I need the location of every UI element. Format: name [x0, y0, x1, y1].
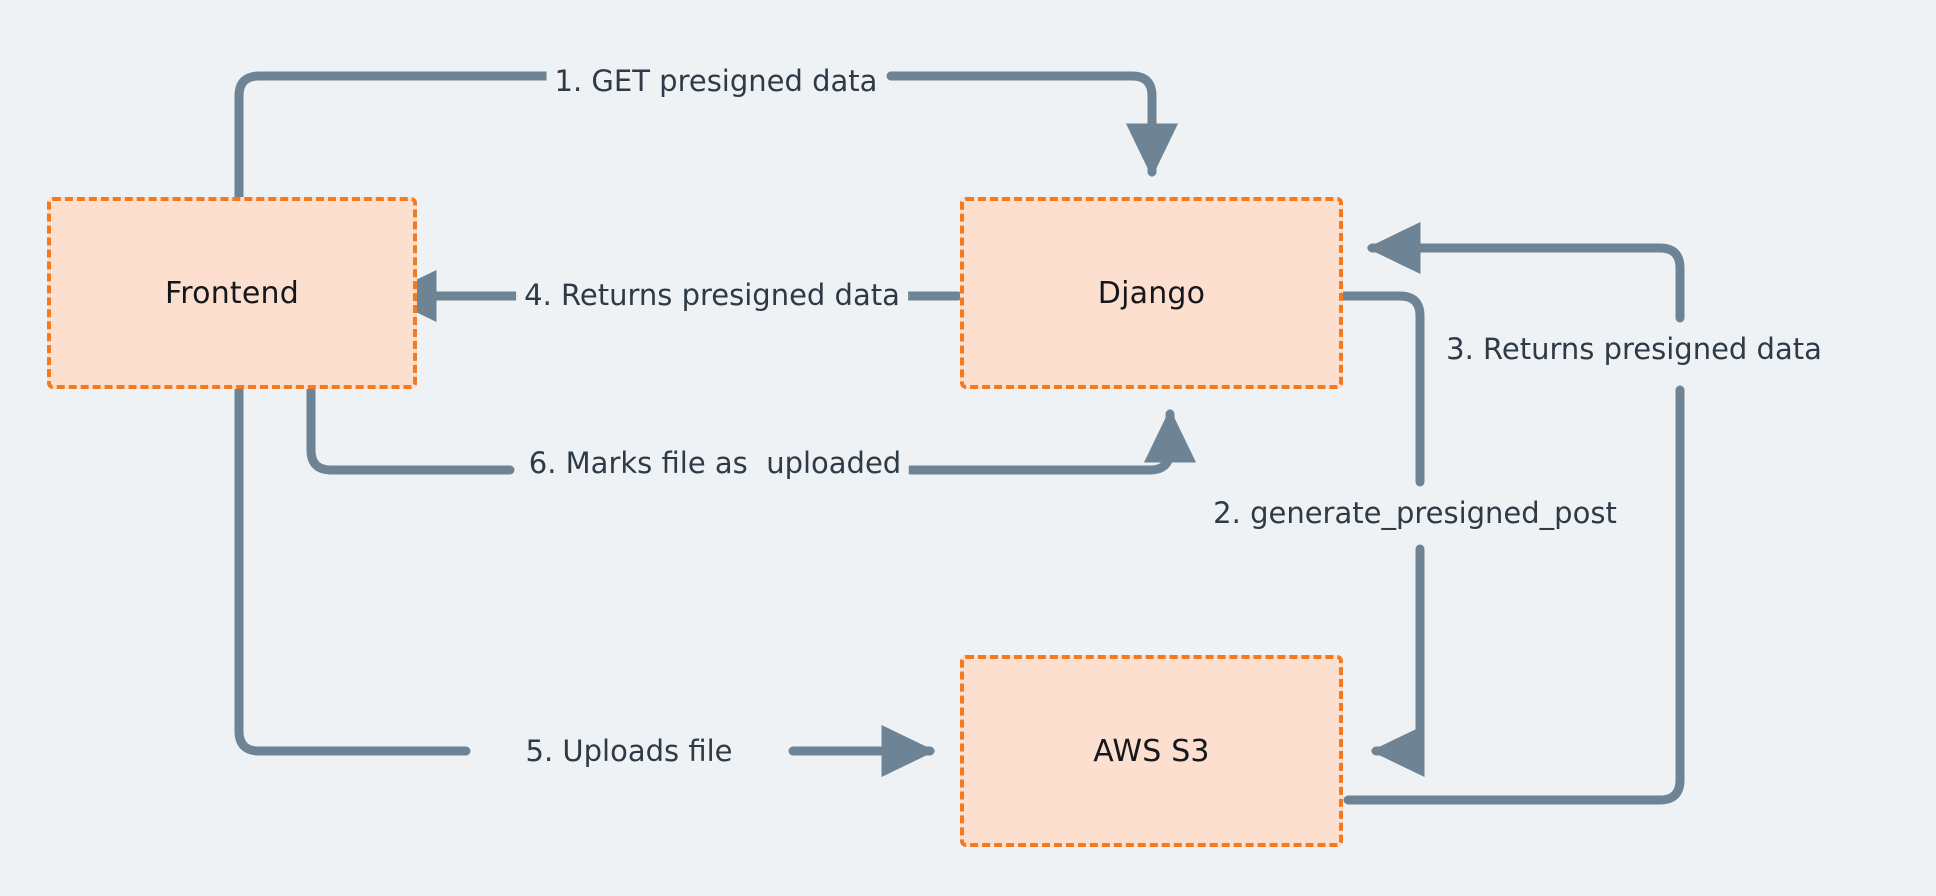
node-aws-s3[interactable]: AWS S3: [960, 655, 1343, 847]
edge-label-3: 3. Returns presigned data: [1438, 333, 1830, 366]
edge-label-1: 1. GET presigned data: [546, 65, 886, 98]
node-aws-s3-label: AWS S3: [1093, 733, 1210, 769]
edge-1-path: [234, 71, 557, 201]
edge-label-5: 5. Uploads file: [517, 735, 741, 768]
node-frontend[interactable]: Frontend: [47, 197, 417, 389]
edge-1-path-b: [886, 71, 1179, 178]
edge-label-2: 2. generate_presigned_post: [1205, 497, 1625, 530]
edge-2-path: [1338, 291, 1425, 487]
edge-label-6: 6. Marks file as uploaded: [520, 447, 910, 480]
edge-5-path: [234, 385, 471, 756]
edge-6-path-b: [905, 408, 1197, 475]
edge-6-path: [306, 385, 515, 475]
node-django[interactable]: Django: [960, 197, 1343, 389]
node-frontend-label: Frontend: [165, 275, 299, 311]
node-django-label: Django: [1097, 275, 1206, 311]
edge-3-path-b: [1366, 221, 1685, 323]
edge-label-4: 4. Returns presigned data: [516, 279, 908, 312]
edge-2-path-b: [1370, 544, 1425, 778]
edge-3-path: [1343, 385, 1685, 805]
